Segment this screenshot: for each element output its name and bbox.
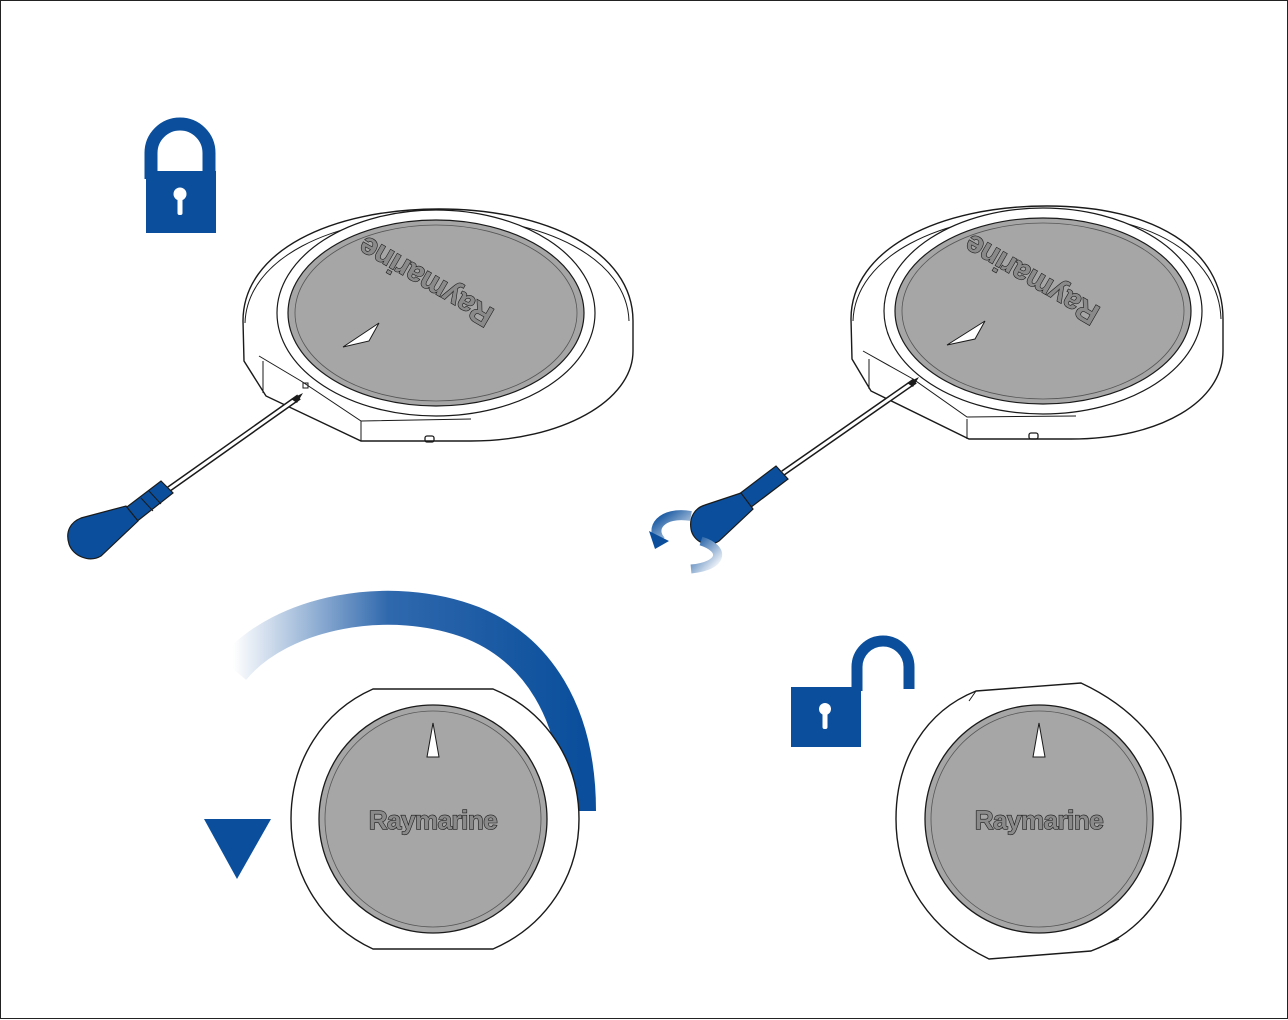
panel-1-locked: Raymarine xyxy=(67,117,634,560)
screwdriver xyxy=(67,393,303,560)
display-unit-top: Raymarine xyxy=(290,688,580,950)
brand-logo-text: Raymarine xyxy=(975,805,1103,835)
display-unit-top: Raymarine xyxy=(895,682,1182,960)
display-unit-perspective: Raymarine xyxy=(242,208,634,443)
panel-2-release: Raymarine xyxy=(649,205,1224,574)
padlock-closed-icon xyxy=(144,117,216,233)
screwdriver xyxy=(690,377,919,545)
display-unit-perspective: Raymarine xyxy=(850,205,1224,440)
brand-logo-text: Raymarine xyxy=(369,805,497,835)
panel-3-rotate: Raymarine xyxy=(204,590,596,950)
panel-4-unlocked: Raymarine xyxy=(791,635,1182,960)
rotation-arc-arrow xyxy=(204,590,596,879)
padlock-open-icon xyxy=(791,635,915,747)
rotate-arrow-icon xyxy=(649,510,723,574)
